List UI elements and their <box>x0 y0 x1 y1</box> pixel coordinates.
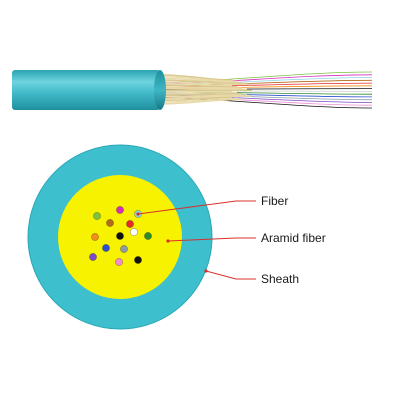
fiber-black-dot <box>116 232 124 240</box>
aramid-yarn-strand <box>159 74 233 81</box>
fiber-slate-dot <box>120 245 128 253</box>
aramid-yarn-strand <box>159 81 253 86</box>
fiber-dark-green-dot <box>144 232 152 240</box>
fiber-violet-strand <box>164 95 373 103</box>
aramid-leader-dot <box>166 239 170 243</box>
aramid-yarn-strands <box>159 74 253 105</box>
sheath-leader-line <box>205 270 256 280</box>
fiber-black-2-dot <box>134 256 142 264</box>
cable-jacket-end <box>154 70 166 110</box>
cable-cross-section <box>27 144 213 330</box>
fiber-pink-dot <box>115 258 123 266</box>
cable-side-view <box>12 70 373 110</box>
aramid-yarn-strand <box>159 97 238 103</box>
aramid-yarn-strand <box>159 76 238 82</box>
fiber-brown-dot <box>106 219 114 227</box>
fiber-magenta-dot <box>116 206 124 214</box>
fiber-label: Fiber <box>261 194 289 208</box>
aramid-yarn-strand <box>159 94 248 98</box>
aramid-yarn-strand <box>159 82 233 87</box>
cable-jacket <box>12 70 160 110</box>
fiber-dots <box>89 206 152 266</box>
fiber-green-dot <box>93 212 101 220</box>
fiber-red-dot <box>126 220 134 228</box>
aramid-yarn-strand <box>159 84 238 88</box>
leader-lines <box>136 200 256 280</box>
aramid-yarn-strand <box>159 79 248 85</box>
aramid-yarn-strand <box>159 95 253 100</box>
fiber-orange-dot <box>91 233 99 241</box>
aramid-fiber-label: Aramid fiber <box>261 231 326 245</box>
sheath-leader-dot <box>204 269 208 273</box>
aramid-yarn-strand <box>159 86 243 89</box>
fiber-blue-dot <box>102 244 110 252</box>
aramid-yarn-strand <box>159 93 243 97</box>
aramid-yarn-strand <box>159 90 233 93</box>
fiber-violet-dot <box>89 253 97 261</box>
aramid-yarn-strand <box>159 98 243 105</box>
sheath-label: Sheath <box>261 272 300 286</box>
fiber-leader-line <box>137 200 256 215</box>
fiber-leader-dot <box>136 212 140 216</box>
aramid-yarn-strand <box>159 96 233 102</box>
aramid-leader-line <box>167 237 256 242</box>
aramid-yarn-strand <box>159 92 238 95</box>
fiber-white-dot <box>130 228 138 236</box>
aramid-yarn-strand <box>159 87 248 90</box>
aramid-yarn-strand <box>159 77 243 83</box>
